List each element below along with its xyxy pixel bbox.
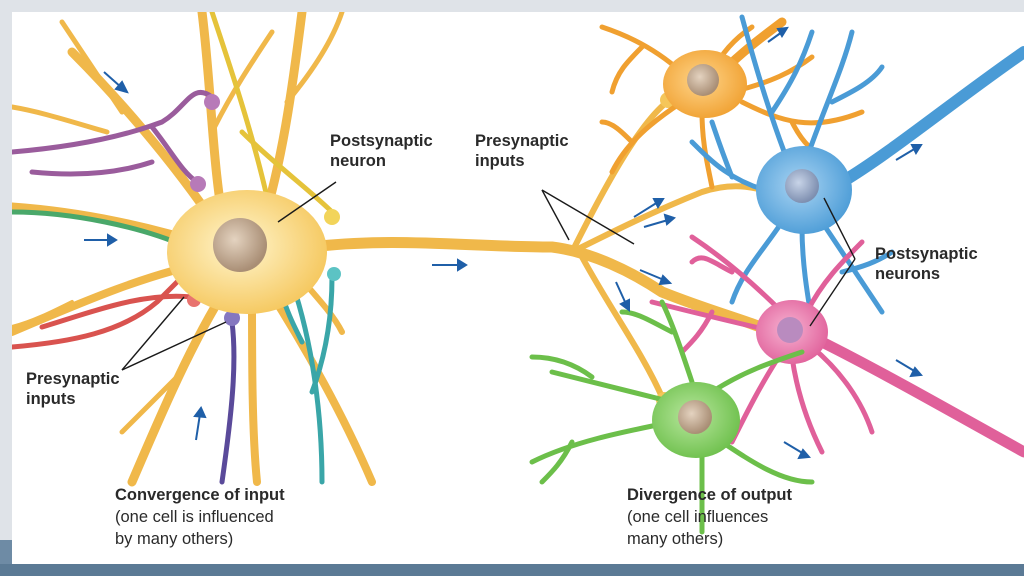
caption-line: (one cell influences xyxy=(627,508,769,526)
yellow-nucleus xyxy=(213,218,267,272)
label-presynaptic-inputs-left: Presynaptic inputs xyxy=(26,369,120,409)
label-line: inputs xyxy=(475,152,525,170)
arrow-icon xyxy=(895,359,924,378)
slide: Postsynaptic neuron Presynaptic inputs P… xyxy=(12,12,1024,564)
arrow-icon xyxy=(643,213,676,228)
caption-divergence: Divergence of output (one cell influence… xyxy=(627,484,792,550)
label-line: Postsynaptic xyxy=(330,132,433,150)
arrow-icon xyxy=(639,269,673,286)
indigo-presynaptic-axon xyxy=(219,319,237,485)
caption-title: Divergence of output xyxy=(627,486,793,504)
label-line: Presynaptic xyxy=(475,132,569,150)
caption-convergence: Convergence of input (one cell is influe… xyxy=(115,484,285,550)
caption-line: by many others) xyxy=(115,530,234,548)
arrow-icon xyxy=(84,233,118,247)
caption-line: (one cell is influenced xyxy=(115,508,274,526)
label-line: neurons xyxy=(875,265,941,283)
arrow-icon xyxy=(103,71,129,94)
label-line: Postsynaptic xyxy=(875,245,978,263)
purple-terminal xyxy=(204,94,220,110)
indigo-terminal xyxy=(224,310,240,326)
green-dendrites xyxy=(529,299,815,535)
label-line: Presynaptic xyxy=(26,370,120,388)
pink-axon xyxy=(816,336,1024,458)
caption-line: many others) xyxy=(627,530,724,548)
arrow-icon xyxy=(633,198,665,218)
label-postsynaptic-neuron: Postsynaptic neuron xyxy=(330,131,433,171)
direction-arrows xyxy=(84,26,924,460)
arrow-icon xyxy=(783,441,812,460)
yellow-axon xyxy=(306,237,778,338)
green-nucleus xyxy=(678,400,712,434)
yellow-presynaptic-axon xyxy=(209,12,335,215)
arrow-icon xyxy=(432,258,468,272)
slide-accent-strip xyxy=(0,540,12,564)
slide-bottom-bar xyxy=(0,564,1024,576)
label-line: inputs xyxy=(26,390,76,408)
purple-terminal xyxy=(190,176,206,192)
label-pointers xyxy=(121,181,856,371)
arrow-icon xyxy=(767,26,789,43)
blue-axon xyxy=(836,46,1024,188)
orange-nucleus xyxy=(687,64,719,96)
yellow-axon-branch xyxy=(579,254,665,400)
label-line: neuron xyxy=(330,152,386,170)
neuron-diagram xyxy=(12,12,1024,535)
pink-nucleus xyxy=(777,317,803,343)
purple-presynaptic-axon xyxy=(12,89,215,185)
blue-nucleus xyxy=(785,169,819,203)
label-postsynaptic-neurons: Postsynaptic neurons xyxy=(875,244,978,284)
yellow-terminal xyxy=(324,209,340,225)
label-presynaptic-inputs-top: Presynaptic inputs xyxy=(475,131,569,171)
arrow-icon xyxy=(193,406,207,441)
arrow-icon xyxy=(895,144,923,161)
teal-terminal xyxy=(327,267,341,281)
caption-title: Convergence of input xyxy=(115,486,285,504)
red-presynaptic-axon xyxy=(12,274,195,350)
arrow-icon xyxy=(615,281,630,312)
